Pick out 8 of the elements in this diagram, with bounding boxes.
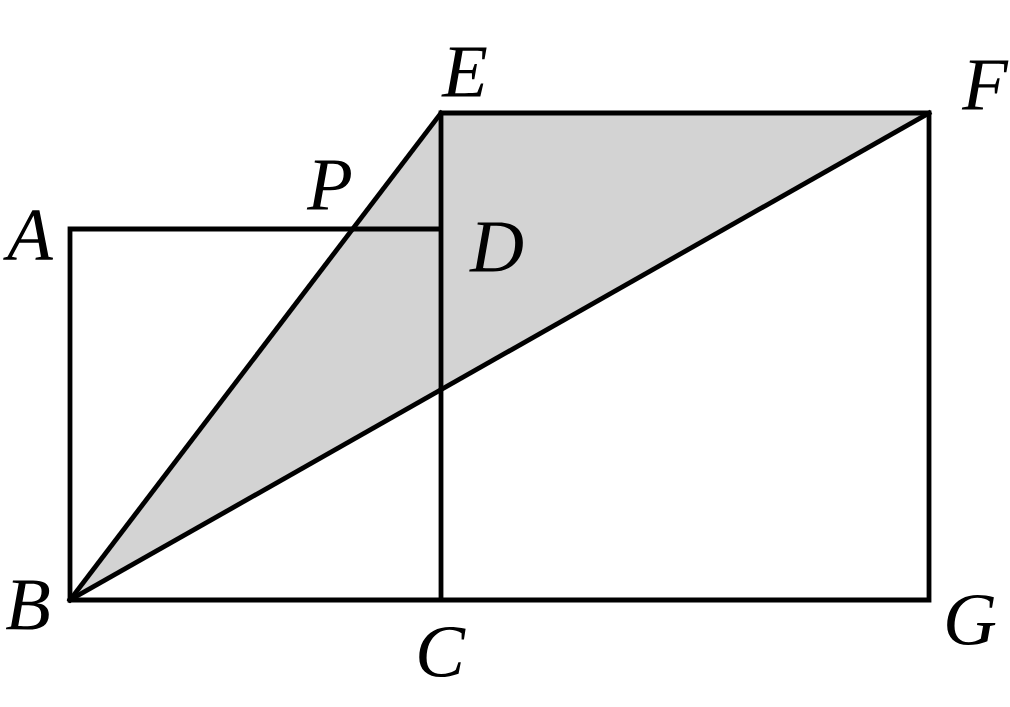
point-label: B — [5, 580, 50, 630]
point-label: E — [441, 47, 487, 97]
point-label: G — [947, 594, 996, 646]
point-label: C — [419, 626, 466, 678]
point-label: A — [3, 210, 54, 260]
point-label: F — [961, 60, 1009, 110]
point-label: P — [306, 160, 351, 210]
point-label: D — [469, 222, 523, 272]
